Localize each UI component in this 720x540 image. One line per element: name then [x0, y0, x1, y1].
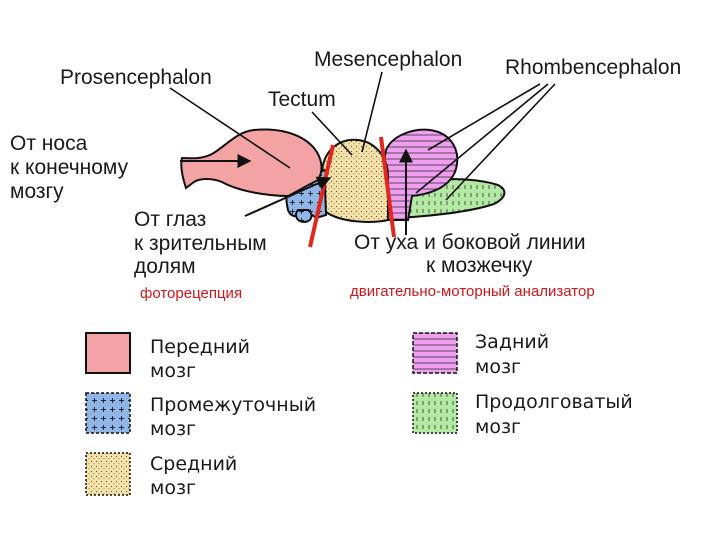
legend-label-medulla-line2: мозг: [475, 416, 521, 438]
brain-illustration: [180, 128, 506, 224]
annotation-motor-analyzer: двигательно-моторный анализатор: [350, 283, 595, 300]
legend-label-midbrain-line1: Средний: [150, 453, 237, 475]
legend-swatch-hindbrain: [412, 332, 458, 374]
legend: Передний мозг Промежуточный мозг Средний…: [85, 331, 633, 499]
label-prosencephalon: Prosencephalon: [60, 66, 212, 89]
legend-label-medulla-line1: Продолговатый: [475, 391, 633, 413]
legend-swatch-medulla: [412, 392, 458, 434]
legend-swatch-forebrain: [85, 332, 131, 374]
legend-label-forebrain-line2: мозг: [150, 360, 196, 382]
label-eyes-line3: долям: [134, 255, 196, 278]
legend-label-forebrain-line1: Передний: [150, 336, 250, 358]
label-nose-line1: От носа: [10, 132, 88, 155]
legend-swatch-midbrain: [85, 452, 131, 496]
label-mesencephalon: Mesencephalon: [314, 48, 462, 71]
label-tectum: Tectum: [268, 88, 336, 111]
legend-label-diencephalon-line1: Промежуточный: [150, 394, 316, 416]
legend-swatch-diencephalon: [85, 392, 131, 434]
label-eyes-line2: к зрительным: [134, 232, 267, 255]
pointer-lines: [169, 71, 556, 201]
forebrain-shape: [180, 128, 323, 198]
pituitary-shape: [295, 209, 313, 224]
legend-label-hindbrain-line1: Задний: [475, 331, 549, 353]
eyes-arrow: [244, 176, 332, 217]
legend-label-diencephalon-line2: мозг: [150, 418, 196, 440]
divider-line-left: [308, 144, 335, 248]
label-nose-line2: к конечному: [10, 156, 129, 179]
label-ear-line2: к мозжечку: [426, 254, 533, 277]
label-eyes-line1: От глаз: [134, 208, 206, 231]
divider-line-right: [379, 136, 396, 238]
legend-label-hindbrain-line2: мозг: [475, 356, 521, 378]
annotation-photoreception: фоторецепция: [140, 285, 242, 302]
legend-label-midbrain-line2: мозг: [150, 477, 196, 499]
label-rhombencephalon: Rhombencephalon: [505, 56, 681, 79]
label-nose-line3: мозгу: [10, 180, 64, 203]
label-ear-line1: От уха и боковой линии: [354, 231, 586, 254]
